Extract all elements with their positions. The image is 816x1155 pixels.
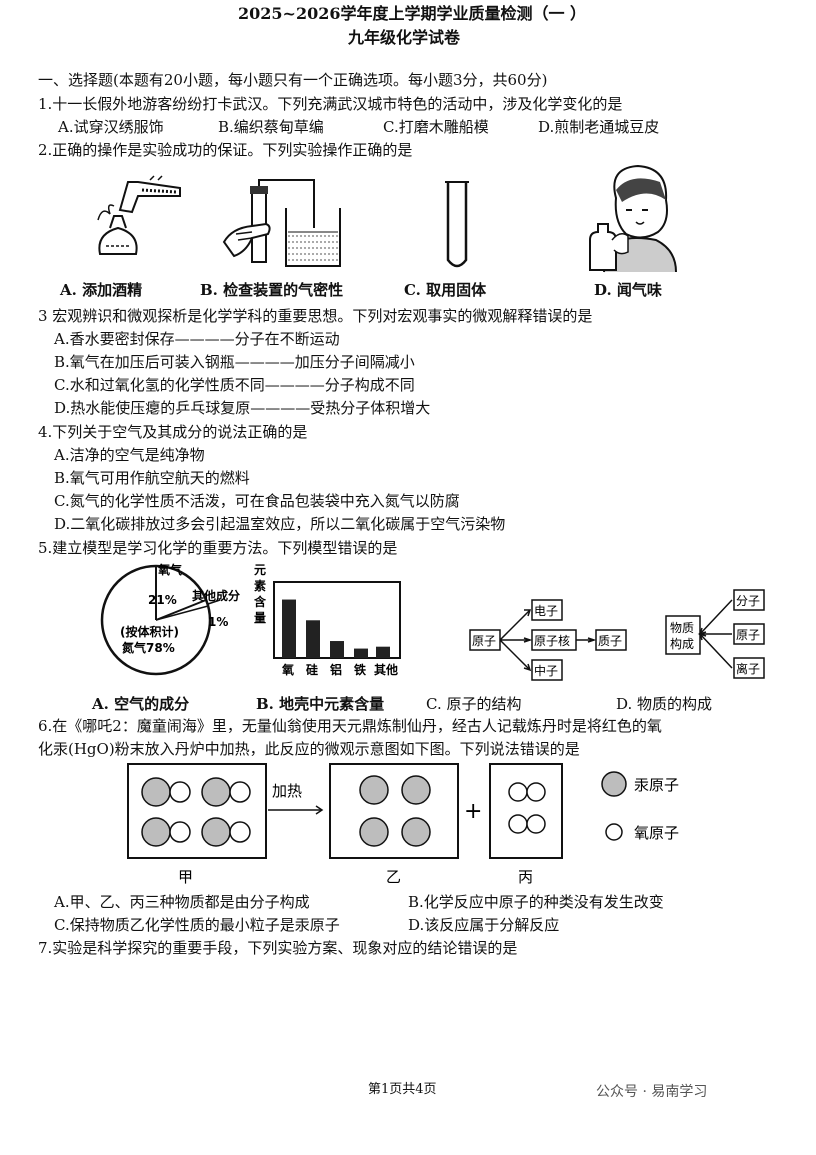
matter-center-0: 物质 [670, 621, 694, 635]
airtightness-check-illustration [222, 179, 341, 267]
q2-option-d: D. 闻气味 [594, 281, 662, 299]
electron-box: 电子 [534, 604, 558, 618]
q1-option-b: B.编织蔡甸草编 [218, 118, 324, 136]
heat-label: 加热 [272, 782, 302, 800]
q5-option-a: A. 空气的成分 [92, 695, 190, 713]
bar-cat-4: 其他 [374, 662, 398, 677]
bar-2 [330, 641, 344, 658]
label-jia: 甲 [178, 868, 193, 886]
bar-ylabel-2: 含 [254, 594, 267, 609]
q2-stem: 2.正确的操作是实验成功的保证。下列实验操作正确的是 [38, 141, 413, 159]
q3-option-d: D.热水能使压瘪的乒乓球复原————受热分子体积增大 [54, 399, 431, 417]
q6-option-b: B.化学反应中原子的种类没有发生改变 [408, 893, 664, 911]
q3-option-c: C.水和过氧化氢的化学性质不同————分子构成不同 [54, 376, 415, 394]
label-bing: 丙 [518, 868, 533, 886]
neutron-box: 中子 [534, 663, 558, 678]
proton-box: 质子 [598, 634, 622, 648]
watermark: 公众号 · 易南学习 [596, 1084, 708, 1100]
pie-n2-note: (按体积计) [120, 624, 179, 639]
q2-option-b: B. 检查装置的气密性 [200, 281, 344, 299]
pie-o2-pct: 21% [148, 593, 177, 607]
q1-stem: 1.十一长假外地游客纷纷打卡武汉。下列充满武汉城市特色的活动中，涉及化学变化的是 [38, 95, 623, 113]
bar-cat-1: 硅 [306, 662, 318, 677]
q3-stem: 3 宏观辨识和微观探析是化学学科的重要思想。下列对宏观事实的微观解释错误的是 [38, 307, 593, 325]
molecule-box: 分子 [736, 594, 760, 608]
test-tube-illustration [445, 181, 469, 268]
q5-option-b: B. 地壳中元素含量 [256, 695, 385, 713]
q2-option-c: C. 取用固体 [404, 281, 487, 299]
pie-other-label: 其他成分 [192, 588, 240, 603]
q6-stem-line1: 6.在《哪吒2：魔童闹海》里，无量仙翁使用天元鼎炼制仙丹，经古人记载炼丹时是将红… [38, 717, 662, 735]
q2-option-a: A. 添加酒精 [60, 281, 143, 299]
q5-option-d: D. 物质的构成 [616, 695, 713, 713]
pie-n2-label: 氮气78% [122, 640, 175, 655]
matter-composition-diagram: 物质 构成 分子 原子 离子 [665, 589, 765, 679]
q4-option-a: A.洁净的空气是纯净物 [54, 446, 205, 464]
q5-option-c: C. 原子的结构 [426, 695, 522, 713]
reaction-diagram: 加热 + 汞原子 氧原子 甲 乙 丙 [127, 763, 679, 886]
alcohol-lamp-illustration [97, 175, 181, 255]
q6-stem-line2: 化汞(HgO)粉末放入丹炉中加热，此反应的微观示意图如下图。下列说法错误的是 [38, 740, 580, 758]
q7-stem: 7.实验是科学探究的重要手段，下列实验方案、现象对应的结论错误的是 [38, 939, 518, 957]
bar-cat-2: 铝 [330, 662, 342, 677]
bar-ylabel-1: 素 [254, 578, 266, 593]
q3-option-a: A.香水要密封保存————分子在不断运动 [54, 330, 340, 348]
q6-option-c: C.保持物质乙化学性质的最小粒子是汞原子 [54, 916, 340, 934]
q4-option-d: D.二氧化碳排放过多会引起温室效应，所以二氧化碳属于空气污染物 [54, 515, 506, 533]
nucleus-box: 原子核 [534, 634, 570, 648]
legend-o: 氧原子 [634, 824, 679, 842]
bar-1 [306, 620, 320, 658]
bar-ylabel-0: 元 [254, 563, 266, 577]
air-composition-pie: 氧气 21% 其他成分 1% (按体积计) 氮气78% [100, 562, 240, 676]
q4-option-c: C.氮气的化学性质不活泼，可在食品包装袋中充入氮气以防腐 [54, 492, 460, 510]
bar-cat-3: 铁 [354, 662, 366, 677]
atom-box: 原子 [472, 634, 496, 648]
matter-atom-box: 原子 [736, 628, 760, 642]
bar-3 [354, 648, 368, 658]
q4-option-b: B.氧气可用作航空航天的燃料 [54, 469, 250, 487]
bar-ylabel-3: 量 [254, 611, 266, 625]
q1-option-d: D.煎制老通城豆皮 [538, 118, 660, 136]
plus-sign: + [464, 799, 482, 824]
page-number: 第1页共4页 [368, 1082, 437, 1097]
crust-element-bar-chart: 元 素 含 量 氧 硅 铝 铁 其他 [254, 563, 401, 677]
q5-stem: 5.建立模型是学习化学的重要方法。下列模型错误的是 [38, 539, 398, 557]
bar-0 [282, 599, 296, 658]
exam-subtitle: 九年级化学试卷 [348, 28, 461, 47]
bar-cat-0: 氧 [281, 662, 294, 677]
atom-structure-diagram: 原子 电子 原子核 中子 质子 [469, 599, 627, 681]
legend-hg: 汞原子 [634, 776, 679, 794]
q6-option-a: A.甲、乙、丙三种物质都是由分子构成 [54, 893, 310, 911]
q4-stem: 4.下列关于空气及其成分的说法正确的是 [38, 423, 308, 441]
q1-option-c: C.打磨木雕船模 [383, 118, 489, 136]
bar-4 [376, 646, 390, 658]
q3-option-b: B.氧气在加压后可装入钢瓶————加压分子间隔减小 [54, 353, 415, 371]
matter-center-1: 构成 [670, 636, 694, 651]
exam-title: 2025~2026学年度上学期学业质量检测（一 ） [238, 4, 587, 23]
smelling-gas-illustration [589, 164, 677, 273]
q6-option-d: D.该反应属于分解反应 [408, 916, 560, 934]
ion-box: 离子 [736, 661, 760, 676]
label-yi: 乙 [386, 868, 401, 886]
section-heading: 一、选择题(本题有20小题，每小题只有一个正确选项。每小题3分，共60分) [38, 71, 548, 89]
q1-option-a: A.试穿汉绣服饰 [58, 118, 164, 136]
pie-o2-label: 氧气 [157, 562, 182, 577]
pie-other-pct: 1% [208, 615, 228, 629]
